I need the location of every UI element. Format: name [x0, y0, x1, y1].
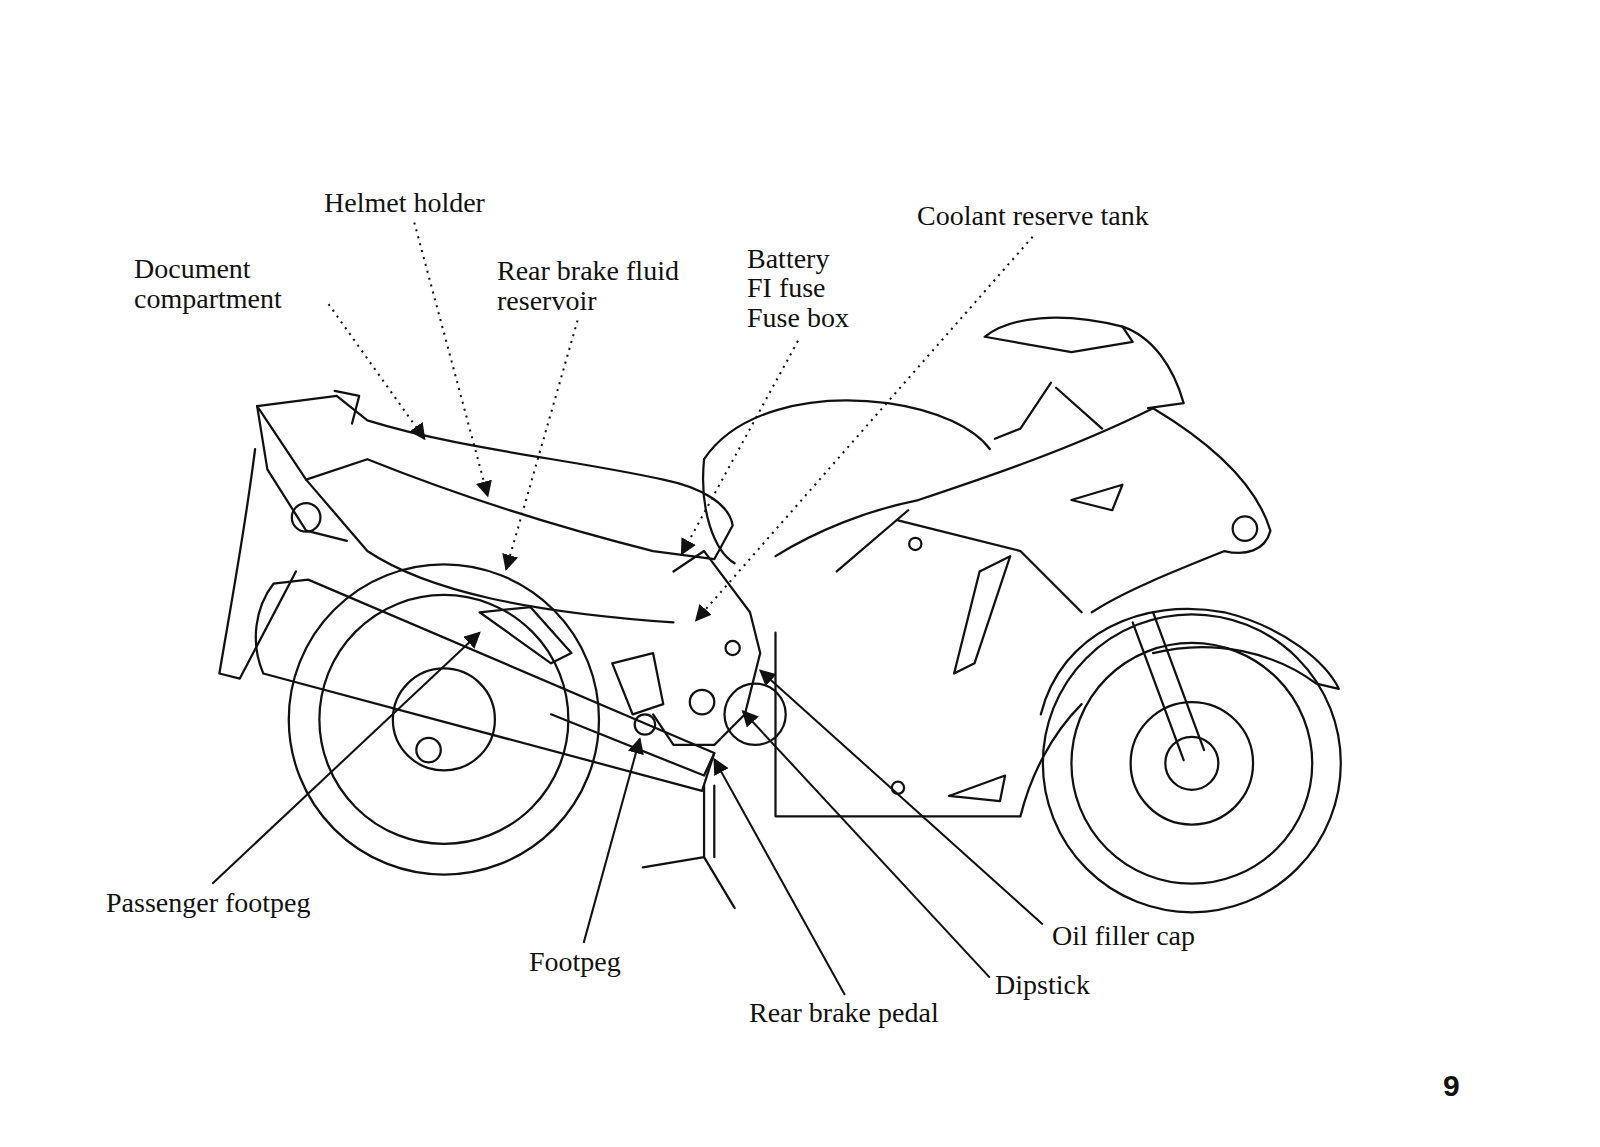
part-label: FI fuse — [747, 273, 826, 303]
part-label: Rear brake pedal — [749, 998, 939, 1028]
page-number: 9 — [1443, 1071, 1460, 1101]
part-label: Rear brake fluid reservoir — [497, 256, 693, 316]
part-label: Oil filler cap — [1052, 921, 1195, 951]
part-label: Battery — [747, 244, 829, 274]
part-label: Document compartment — [134, 254, 320, 314]
part-label: Passenger footpeg — [106, 888, 311, 918]
part-label: Footpeg — [529, 947, 621, 977]
part-label: Dipstick — [995, 970, 1090, 1000]
part-label: Fuse box — [747, 303, 849, 333]
part-label: Coolant reserve tank — [917, 201, 1149, 231]
part-label: Helmet holder — [324, 188, 485, 218]
